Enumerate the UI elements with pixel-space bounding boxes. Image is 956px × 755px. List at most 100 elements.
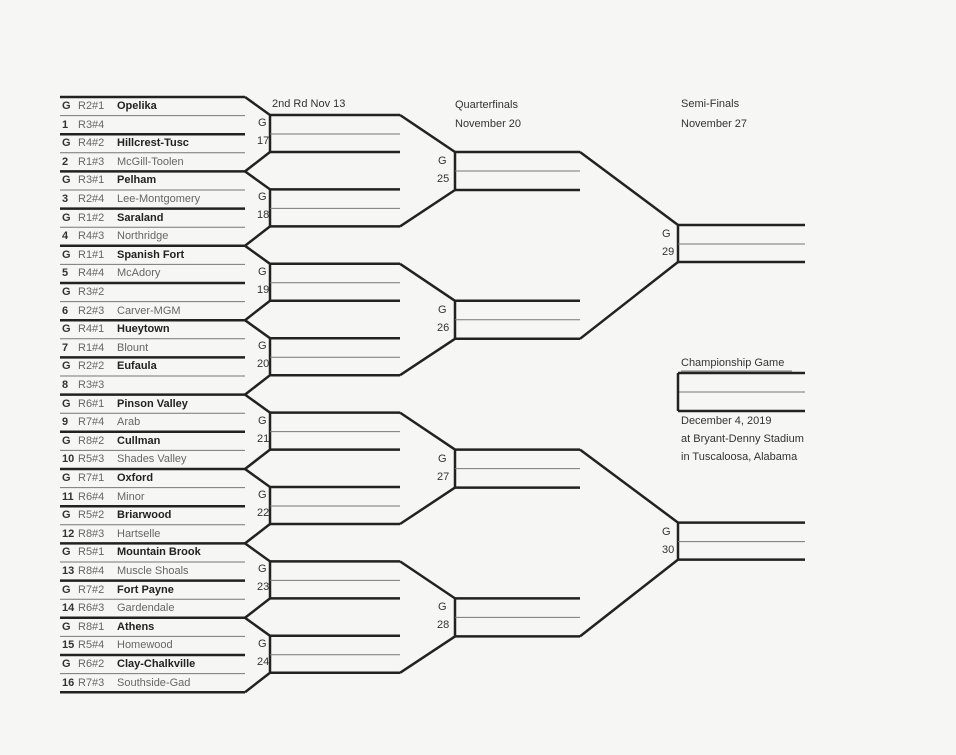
team-seed: 5 <box>62 267 69 280</box>
game-number: 29 <box>662 246 675 258</box>
team-region-code: R1#3 <box>78 155 105 168</box>
team-name: Pinson Valley <box>117 397 188 410</box>
team-region-code: R2#4 <box>78 193 105 205</box>
team-seed: 13 <box>62 565 75 577</box>
game-number: 30 <box>662 543 675 556</box>
quarterfinals-date: November 20 <box>455 118 522 130</box>
team-name: Eufaula <box>117 360 157 373</box>
game-label: G <box>662 228 671 240</box>
game-number: 17 <box>257 135 270 147</box>
game-label: G <box>258 265 267 278</box>
team-name: Hillcrest-Tusc <box>117 137 189 150</box>
game-number: 25 <box>437 173 450 185</box>
game-label: G <box>438 601 447 614</box>
team-name: Hartselle <box>117 527 161 540</box>
game-label: G <box>438 452 447 465</box>
team-name: Clay-Chalkville <box>117 658 196 670</box>
game-label: G <box>258 191 267 204</box>
team-row: G R3#2 <box>62 286 117 299</box>
team-seed: 2 <box>62 155 69 168</box>
team-seed: G <box>62 360 71 373</box>
team-row: 2 R1#3 McGill-Toolen <box>62 156 184 169</box>
quarterfinal-bracket <box>399 262 457 377</box>
team-region-code: R8#3 <box>78 527 105 540</box>
game-number: 26 <box>437 321 450 334</box>
team-name: Saraland <box>117 211 164 224</box>
team-seed: G <box>62 248 71 261</box>
game-label: G <box>258 414 267 427</box>
team-name: Arab <box>117 416 141 429</box>
team-region-code: R8#4 <box>78 565 105 577</box>
game-label: G <box>258 340 267 353</box>
game-label: G <box>258 563 267 576</box>
team-seed: 7 <box>62 341 69 354</box>
team-name: Oxford <box>117 472 154 484</box>
team-name: Carver-MGM <box>117 304 181 317</box>
game-label: G <box>258 489 267 501</box>
team-seed: 16 <box>62 676 75 689</box>
team-region-code: R8#2 <box>78 434 105 447</box>
team-region-code: R7#1 <box>78 472 105 484</box>
team-seed: G <box>62 174 71 187</box>
team-name: Muscle Shoals <box>117 565 189 577</box>
team-seed: G <box>62 137 71 150</box>
game-number: 23 <box>257 581 270 594</box>
game-label: G <box>662 525 671 538</box>
team-name: Fort Payne <box>117 583 174 596</box>
team-seed: G <box>62 434 71 447</box>
team-name: Southside-Gad <box>117 676 191 689</box>
team-seed: 4 <box>62 230 69 243</box>
team-seed: 3 <box>62 193 69 205</box>
team-region-code: R4#4 <box>78 267 105 280</box>
team-name: Shades Valley <box>117 453 187 466</box>
semifinals-header: Semi-Finals <box>681 98 740 110</box>
game-label: G <box>438 155 447 167</box>
team-region-code: R5#2 <box>78 509 105 522</box>
team-seed: G <box>62 397 71 410</box>
game-number: 21 <box>257 432 270 445</box>
team-seed: 1 <box>62 118 69 131</box>
team-seed: 6 <box>62 304 69 317</box>
team-seed: G <box>62 286 71 298</box>
quarterfinals-header: Quarterfinals <box>455 99 518 111</box>
team-region-code: R4#1 <box>78 323 105 336</box>
team-region-code: R8#1 <box>78 620 105 633</box>
team-name: Gardendale <box>117 602 175 615</box>
game-number: 24 <box>257 655 270 668</box>
team-region-code: R6#4 <box>78 490 105 503</box>
game-label: G <box>258 637 267 650</box>
team-name: Minor <box>117 490 145 503</box>
team-name: Pelham <box>117 174 157 187</box>
team-name: McGill-Toolen <box>117 155 184 168</box>
team-region-code: R6#1 <box>78 397 105 410</box>
game-number: 22 <box>257 507 270 519</box>
team-region-code: R4#3 <box>78 230 105 243</box>
team-region-code: R3#1 <box>78 174 105 187</box>
team-row: G R6#1 Pinson Valley <box>62 398 188 411</box>
team-region-code: R1#4 <box>78 341 105 354</box>
quarterfinal-bracket <box>399 560 457 674</box>
team-seed: 15 <box>62 639 75 652</box>
team-region-code: R3#2 <box>78 286 105 298</box>
team-name: McAdory <box>117 267 161 280</box>
team-name: Homewood <box>117 639 173 652</box>
game-label: G <box>438 303 447 316</box>
team-region-code: R5#3 <box>78 453 105 466</box>
championship-venue: at Bryant-Denny Stadium <box>681 433 804 445</box>
team-region-code: R3#3 <box>78 379 105 391</box>
team-seed: G <box>62 546 71 559</box>
team-name: Blount <box>117 341 149 354</box>
